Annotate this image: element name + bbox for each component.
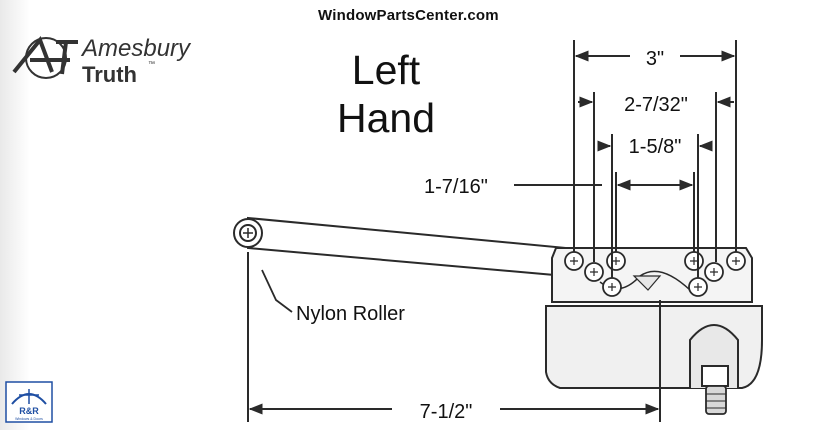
badge-subtext: Windows & Doors [15, 417, 43, 421]
label-inner-hole-spacing: 1-5/8" [629, 136, 682, 158]
screw-hole [564, 251, 584, 271]
label-offset: 1-7/16" [424, 176, 488, 198]
label-arm-length: 7-1/2" [420, 401, 473, 423]
handing-title-line2: Hand [336, 95, 435, 141]
screw-hole [602, 277, 622, 297]
logo-amesbury: Amesbury [80, 35, 192, 62]
handing-title-line1: Left [351, 47, 421, 93]
roller-leader-line [261, 269, 293, 313]
badge-text: R&R [19, 406, 39, 416]
handing-title: Left Hand [326, 46, 446, 142]
label-outer-hole-spacing: 2-7/32" [624, 94, 688, 116]
site-title: WindowPartsCenter.com [318, 7, 499, 24]
screw-hole [726, 251, 746, 271]
screw-hole [688, 277, 708, 297]
label-nylon-roller: Nylon Roller [296, 303, 405, 325]
screw-hole [584, 262, 604, 282]
mounting-holes [564, 251, 746, 297]
amesbury-truth-logo: Amesbury Truth ™ [12, 35, 192, 87]
operator-arm [233, 216, 567, 278]
screw-hole [606, 251, 626, 271]
gear-housing [545, 305, 763, 389]
label-overall-width: 3" [646, 48, 664, 70]
rr-badge: R&R Windows & Doors [5, 381, 53, 423]
screw-hole [704, 262, 724, 282]
screw-hole [684, 251, 704, 271]
logo-truth: Truth [82, 62, 137, 87]
logo-trademark: ™ [148, 61, 155, 68]
drive-stud [705, 385, 727, 415]
at-monogram-icon [12, 36, 78, 79]
extension-lines [247, 40, 737, 422]
